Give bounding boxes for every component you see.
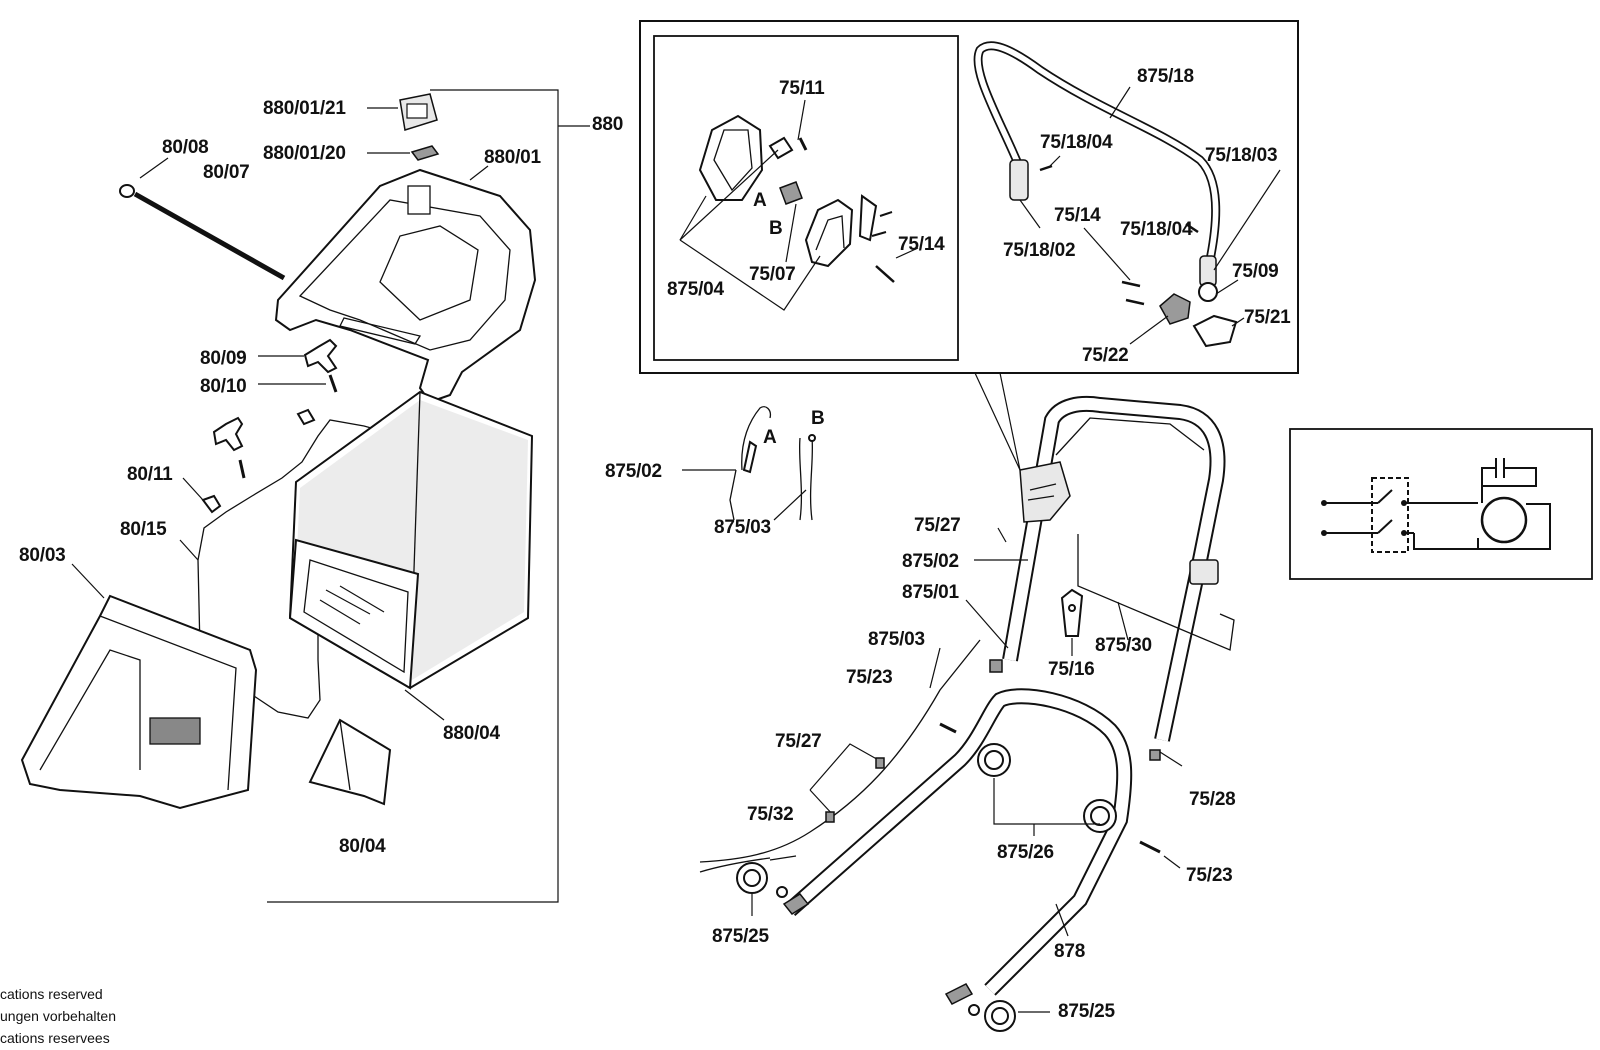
label-875-03-a: 875/03 — [714, 517, 771, 538]
knob-875-25 — [736, 862, 1050, 1032]
label-875-25-b: 875/25 — [1058, 1001, 1115, 1022]
catcher-top-880-01 — [274, 165, 537, 404]
label-80-15: 80/15 — [120, 519, 167, 540]
label-75-09: 75/09 — [1232, 261, 1279, 282]
label-875-26: 875/26 — [997, 842, 1054, 863]
label-80-04: 80/04 — [339, 836, 386, 857]
label-80-09: 80/09 — [200, 348, 247, 369]
label-880-01-20: 880/01/20 — [263, 143, 346, 164]
cable-parts — [682, 406, 816, 521]
label-75-22: 75/22 — [1082, 345, 1129, 366]
label-75-18-02: 75/18/02 — [1003, 240, 1076, 261]
label-75-18-03: 75/18/03 — [1205, 145, 1278, 166]
catcher-handle-parts — [367, 93, 440, 161]
footer-line-1: cations reserved — [0, 986, 103, 1002]
label-80-03: 80/03 — [19, 545, 66, 566]
label-80-11: 80/11 — [127, 464, 173, 485]
grass-catcher-assembly — [20, 89, 590, 903]
label-880-01: 880/01 — [484, 147, 541, 168]
label-75-14: 75/14 — [898, 234, 945, 255]
wiring-schematic — [1289, 428, 1593, 580]
rod-80-08 — [119, 157, 286, 281]
label-75-23-b: 75/23 — [1186, 865, 1233, 886]
label-880-01-21: 880/01/21 — [263, 98, 346, 119]
label-b-inset: B — [769, 218, 783, 239]
label-75-27-b: 75/27 — [775, 731, 822, 752]
label-875-18: 875/18 — [1137, 66, 1194, 87]
label-875-03-b: 875/03 — [868, 629, 925, 650]
label-80-08: 80/08 — [162, 137, 209, 158]
label-75-16: 75/16 — [1048, 659, 1095, 680]
label-80-10: 80/10 — [200, 376, 247, 397]
label-875-02-a: 875/02 — [605, 461, 662, 482]
label-875-30: 875/30 — [1095, 635, 1152, 656]
label-878: 878 — [1054, 941, 1086, 962]
label-75-18-04-b: 75/18/04 — [1120, 219, 1193, 240]
footer-line-3: cations reservees — [0, 1030, 110, 1046]
label-75-28: 75/28 — [1189, 789, 1236, 810]
deflector-80-04 — [308, 718, 392, 806]
label-75-23-a: 75/23 — [846, 667, 893, 688]
label-875-25-a: 875/25 — [712, 926, 769, 947]
knob-875-26 — [977, 743, 1117, 836]
flap-80-03 — [20, 563, 258, 810]
label-75-11: 75/11 — [779, 78, 825, 99]
label-875-02-b: 875/02 — [902, 551, 959, 572]
label-75-32: 75/32 — [747, 804, 794, 825]
grass-bag-880-04 — [288, 390, 534, 721]
handle-assembly — [699, 395, 1235, 1032]
label-875-01: 875/01 — [902, 582, 959, 603]
label-75-27-a: 75/27 — [914, 515, 961, 536]
label-a-cable: A — [763, 427, 777, 448]
footer-line-2: ungen vorbehalten — [0, 1008, 116, 1024]
label-75-14-b: 75/14 — [1054, 205, 1101, 226]
label-75-21: 75/21 — [1244, 307, 1291, 328]
label-a-inset: A — [753, 190, 767, 211]
switch-detail-inset — [639, 20, 1299, 471]
label-875-04: 875/04 — [667, 279, 724, 300]
label-b-cable: B — [811, 408, 825, 429]
label-75-18-04-a: 75/18/04 — [1040, 132, 1113, 153]
label-880-04: 880/04 — [443, 723, 500, 744]
label-75-07: 75/07 — [749, 264, 796, 285]
label-80-07: 80/07 — [203, 162, 250, 183]
label-880: 880 — [592, 114, 624, 135]
